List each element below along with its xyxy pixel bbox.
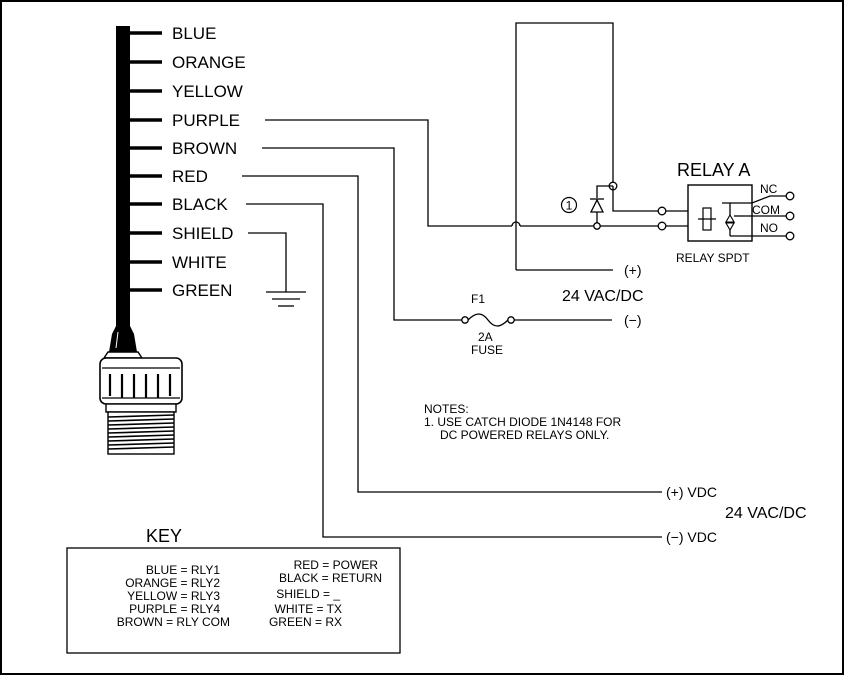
fuse-label: FUSE [471,343,503,357]
supply-top-plus: (+) [624,262,642,278]
diode-note-marker: 1 [566,199,573,213]
relay-wiring [265,22,706,271]
key-title: KEY [146,526,182,546]
relay-nc-label: NC [760,182,778,196]
relay-no-label: NO [760,221,778,235]
wire-label-brown: BROWN [172,139,237,158]
relay-subtitle: RELAY SPDT [676,251,750,265]
notes-line-1: 1. USE CATCH DIODE 1N4148 FOR [424,415,621,429]
notes-line-2: DC POWERED RELAYS ONLY. [440,428,609,442]
key-left-2: ORANGE = RLY2 [125,576,220,590]
wire-label-black: BLACK [172,195,228,214]
wire-label-purple: PURPLE [172,111,240,130]
fuse-ref: F1 [471,292,485,306]
wire-label-orange: ORANGE [172,53,246,72]
key-left-5: BROWN = RLY COM [117,615,230,629]
wire-stubs [130,31,162,292]
key-right-4: WHITE = TX [275,602,342,616]
key-box [66,547,401,654]
key-right-1: RED = POWER [294,558,379,572]
key-right-3: SHIELD = _ [276,587,340,601]
supply-bottom-plus: (+) VDC [666,484,717,500]
wire-label-shield: SHIELD [172,224,233,243]
sensor-illustration [99,326,183,455]
wire-label-red: RED [172,167,208,186]
key-left-4: PURPLE = RLY4 [129,602,220,616]
key-left-3: YELLOW = RLY3 [127,589,220,603]
relay-com-label: COM [752,203,780,217]
wire-label-white: WHITE [172,253,227,272]
wire-label-green: GREEN [172,281,232,300]
wire-label-yellow: YELLOW [172,82,243,101]
ground-symbol [248,232,306,307]
fuse-rating: 2A [478,330,493,344]
supply-bottom-minus: (−) VDC [666,529,717,545]
fuse-circuit [262,147,612,327]
key-left-1: BLUE = RLY1 [146,563,220,577]
relay-title: RELAY A [677,160,750,180]
notes-heading: NOTES: [424,402,469,416]
key-right-5: GREEN = RX [269,615,342,629]
power-wires [242,175,662,538]
cable-trunk [116,26,130,326]
supply-top-voltage: 24 VAC/DC [562,288,644,305]
supply-top-minus: (−) [624,312,642,328]
wire-label-blue: BLUE [172,24,216,43]
relay-block [687,184,795,242]
key-right-2: BLACK = RETURN [279,571,382,585]
supply-bottom-voltage: 24 VAC/DC [725,505,807,522]
